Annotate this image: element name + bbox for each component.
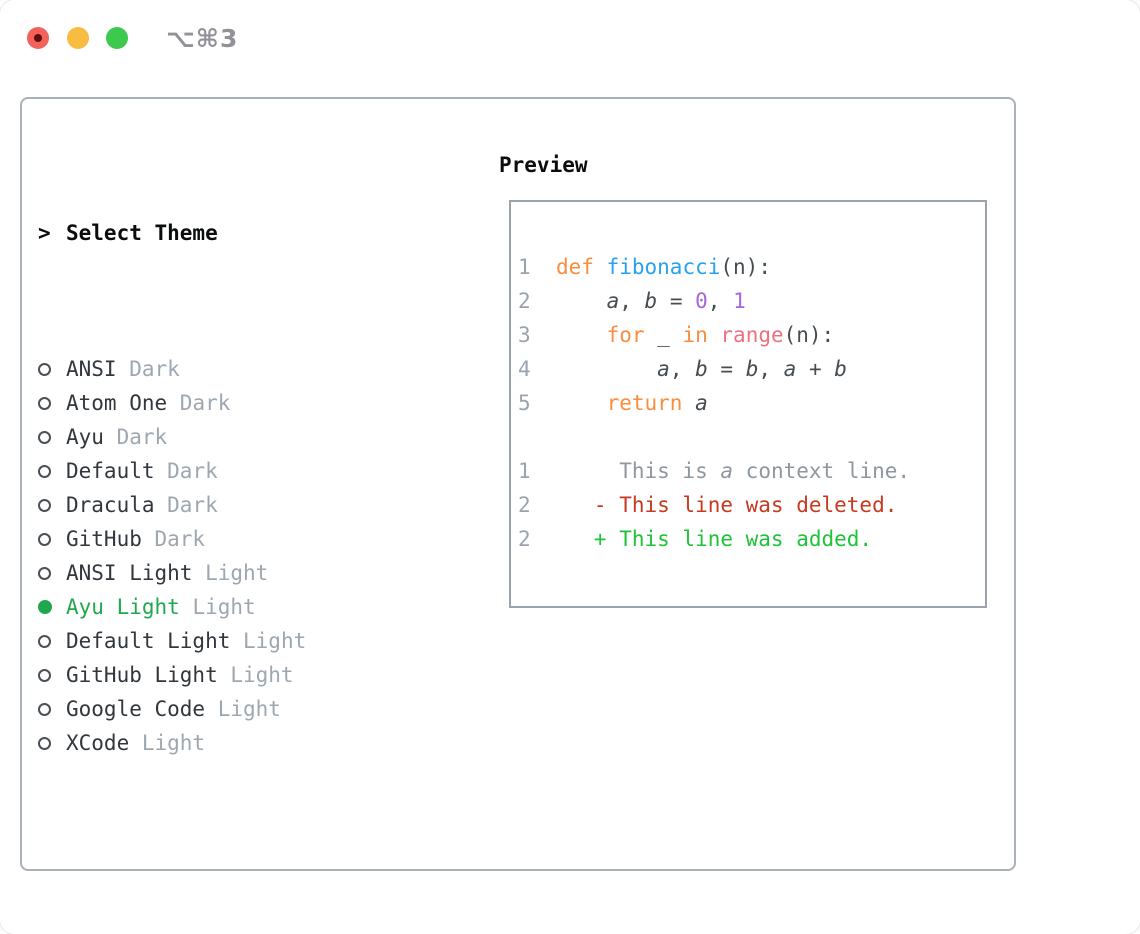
- item-label: GitHub Light: [66, 663, 218, 687]
- item-label: ANSI Light: [66, 561, 193, 585]
- code-line: 1 This is a context line.: [518, 454, 985, 488]
- zoom-button[interactable]: [106, 27, 128, 49]
- radio-selected-icon: [38, 600, 52, 614]
- item-variant-tag: Dark: [167, 391, 231, 415]
- item-variant-tag: Dark: [154, 493, 218, 517]
- item-label: ANSI: [66, 357, 117, 381]
- line-number: 2: [518, 289, 531, 313]
- code-line: 3 for _ in range(n):: [518, 318, 985, 352]
- spacer: [38, 862, 392, 896]
- radio-icon: [38, 736, 51, 750]
- titlebar: ⌥⌘3: [0, 0, 1140, 76]
- theme-item-github-light[interactable]: GitHub Light Light: [38, 658, 392, 692]
- item-label: Default Light: [66, 629, 231, 653]
- radio-icon: [38, 464, 51, 478]
- theme-item-default-light[interactable]: Default Light Light: [38, 624, 392, 658]
- close-dot-icon: [34, 34, 42, 42]
- theme-list-title: Select Theme: [66, 221, 218, 245]
- theme-item-ayu-light[interactable]: Ayu Light Light: [38, 590, 392, 624]
- code-line: 5 return a: [518, 386, 985, 420]
- radio-icon: [38, 430, 51, 444]
- item-variant-tag: Dark: [141, 527, 206, 551]
- radio-icon: [38, 634, 51, 648]
- radio-icon: [38, 668, 51, 682]
- radio-icon: [38, 396, 51, 410]
- radio-icon: [38, 702, 51, 716]
- item-variant-tag: Dark: [116, 357, 180, 381]
- line-number: 5: [518, 391, 531, 415]
- item-label: GitHub: [66, 527, 142, 551]
- radio-icon: [38, 566, 51, 580]
- code-line: 2 - This line was deleted.: [518, 488, 985, 522]
- radio-icon: [38, 362, 51, 376]
- line-number: 4: [518, 357, 531, 381]
- theme-item-xcode[interactable]: XCode Light: [38, 726, 392, 760]
- line-number: 2: [518, 493, 531, 517]
- item-variant-tag: Light: [179, 595, 256, 619]
- chevron-prompt-icon: >: [38, 221, 51, 245]
- code-line: 2 a, b = 0, 1: [518, 284, 985, 318]
- item-label: Ayu Light: [66, 595, 180, 619]
- code-line: 4 a, b = b, a + b: [518, 352, 985, 386]
- item-variant-tag: Dark: [154, 459, 218, 483]
- radio-icon: [38, 532, 51, 546]
- close-button[interactable]: [27, 27, 49, 49]
- item-label: XCode: [66, 731, 130, 755]
- theme-item-google-code[interactable]: Google Code Light: [38, 692, 392, 726]
- line-number: 3: [518, 323, 531, 347]
- item-variant-tag: Light: [217, 663, 294, 687]
- window-title: ⌥⌘3: [166, 24, 239, 53]
- item-label: Dracula: [66, 493, 155, 517]
- theme-item-ansi-light[interactable]: ANSI Light Light: [38, 556, 392, 590]
- item-variant-tag: Light: [129, 731, 206, 755]
- line-number: 1: [518, 255, 531, 279]
- minimize-button[interactable]: [67, 27, 89, 49]
- item-variant-tag: Light: [230, 629, 307, 653]
- line-number: 1: [518, 459, 531, 483]
- item-label: Ayu: [66, 425, 104, 449]
- item-variant-tag: Dark: [103, 425, 168, 449]
- item-label: Google Code: [66, 697, 206, 721]
- item-variant-tag: Light: [205, 697, 281, 721]
- item-variant-tag: Light: [192, 561, 269, 585]
- theme-list-header: > Select Theme: [38, 216, 392, 250]
- theme-item-atom-one[interactable]: Atom One Dark: [38, 386, 392, 420]
- code-line: [518, 420, 985, 454]
- preview-title: Preview: [499, 153, 588, 177]
- theme-item-ansi[interactable]: ANSI Dark: [38, 352, 392, 386]
- theme-item-default[interactable]: Default Dark: [38, 454, 392, 488]
- item-label: Atom One: [66, 391, 168, 415]
- item-label: Default: [66, 459, 155, 483]
- line-number: 2: [518, 527, 531, 551]
- code-line: 2 + This line was added.: [518, 522, 985, 556]
- radio-icon: [38, 498, 51, 512]
- theme-item-ayu[interactable]: Ayu Dark: [38, 420, 392, 454]
- theme-item-dracula[interactable]: Dracula Dark: [38, 488, 392, 522]
- theme-item-github[interactable]: GitHub Dark: [38, 522, 392, 556]
